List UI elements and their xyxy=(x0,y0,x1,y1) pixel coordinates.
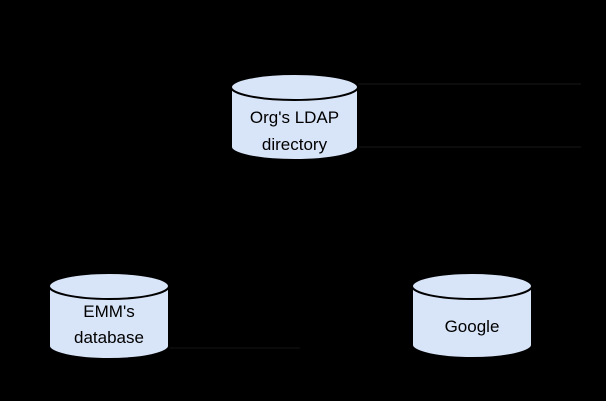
cylinder-top xyxy=(411,272,533,300)
cylinder-top xyxy=(48,272,170,300)
node-google: Google xyxy=(411,272,533,359)
node-label-line: Google xyxy=(445,317,500,336)
node-label-line: EMM's xyxy=(83,302,134,321)
cylinder-top xyxy=(230,73,359,101)
cylinder-body xyxy=(230,87,359,161)
connector-lines xyxy=(169,83,581,349)
node-label-line: Org's LDAP xyxy=(250,108,339,127)
node-label-line: directory xyxy=(262,135,328,154)
node-label-line: database xyxy=(74,328,144,347)
node-orgs-ldap-directory: Org's LDAP directory xyxy=(230,73,359,161)
cylinder-body xyxy=(48,286,170,360)
node-emms-database: EMM's database xyxy=(48,272,170,360)
cylinder-body xyxy=(411,286,533,359)
